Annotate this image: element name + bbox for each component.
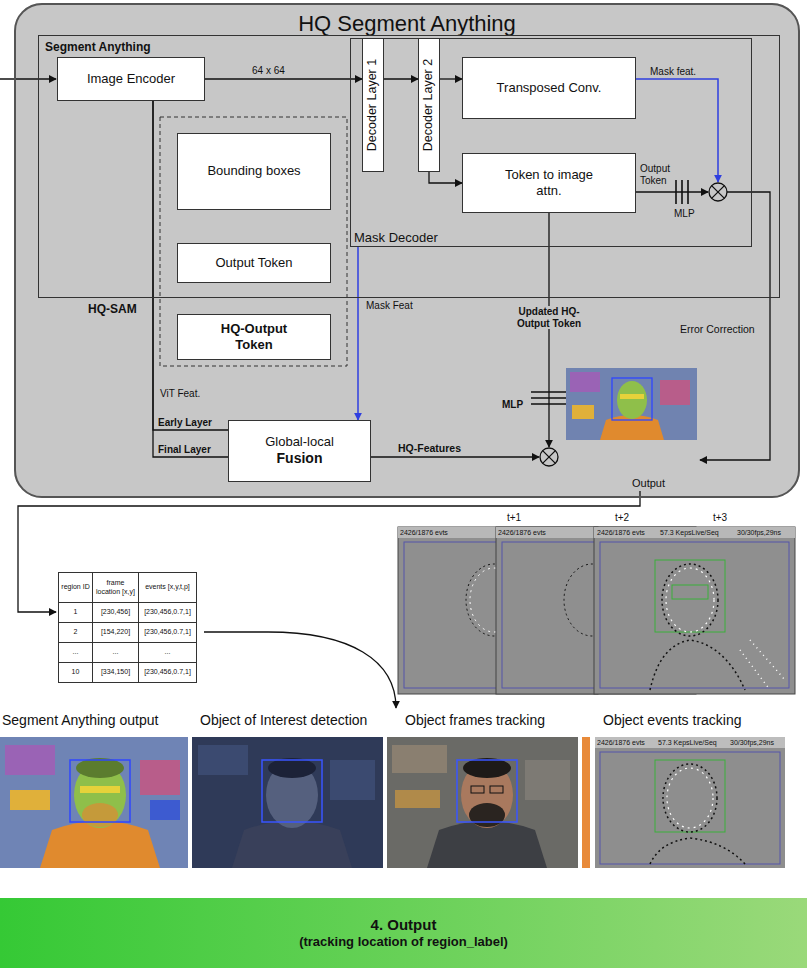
table-cell: [154,220] xyxy=(93,623,139,643)
connector xyxy=(429,172,462,183)
connector xyxy=(384,78,418,79)
frame-header: 57.3 KepsLive/Seq xyxy=(658,739,717,747)
box-label: Image Encoder xyxy=(87,71,175,87)
table-cell: [230,456] xyxy=(93,603,139,623)
connector xyxy=(357,247,359,420)
mlp-symbol xyxy=(531,392,567,404)
connector xyxy=(440,78,462,79)
wire-label: ViT Feat. xyxy=(160,388,200,400)
row-to-detection-arrow xyxy=(204,632,396,708)
process-box: Token to image attn. xyxy=(462,153,636,213)
input-box: HQ-Output Token xyxy=(177,314,331,360)
panel-caption: Object events tracking xyxy=(603,712,742,728)
box-sublabel: (tracking location of region_label) xyxy=(299,934,508,951)
table-cell: 2 xyxy=(59,623,93,643)
frame-header: 57.3 KepsLive/Seq xyxy=(660,529,719,537)
input-box: Bounding boxes xyxy=(177,133,331,210)
wire-label: Error Correction xyxy=(678,323,757,335)
tracking-photo xyxy=(387,737,590,868)
frame-header: 2426/1876 evts xyxy=(597,529,645,537)
box-label: Transposed Conv. xyxy=(497,80,602,96)
edge-label: 64 x 64 xyxy=(252,65,285,77)
multiply-symbol xyxy=(709,183,727,201)
table-cell: [230,456,0.7,1] xyxy=(139,663,197,683)
box-sublabel: Fusion xyxy=(277,450,323,468)
frame-header: 2426/1876 evts xyxy=(597,739,645,747)
edge-label: Final Layer xyxy=(158,444,211,456)
frame-header: 2426/1876 evts xyxy=(400,529,448,537)
mlp-symbol xyxy=(676,180,688,204)
output-label: Output xyxy=(632,477,665,490)
table-cell: 10 xyxy=(59,663,93,683)
detection-photo xyxy=(192,737,383,868)
layer-box: Decoder Layer 1 xyxy=(362,38,384,172)
edge-label: Early Layer xyxy=(158,417,212,429)
panel-caption: Segment Anything output xyxy=(2,712,158,728)
box-label: Global-local xyxy=(265,434,334,450)
box-label: Segment Anything xyxy=(45,40,151,54)
input-arrow xyxy=(0,78,56,79)
input-box: Output Token xyxy=(177,243,331,283)
edge-label: Mask Feat xyxy=(366,300,413,312)
table-cell: ... xyxy=(59,643,93,663)
table-cell: events [x,y,t,p] xyxy=(139,573,197,603)
box-label: Output Token xyxy=(215,255,292,271)
multiply-symbol xyxy=(540,448,558,466)
wire-label: HQ-Features xyxy=(398,442,461,454)
table-cell: 1 xyxy=(59,603,93,623)
mlp-label: MLP xyxy=(674,208,695,220)
box-label: Mask Decoder xyxy=(354,230,438,245)
region-label: HQ-SAM xyxy=(88,303,137,317)
box-label: Decoder Layer 1 xyxy=(365,59,381,151)
hq-sam-ground xyxy=(14,3,800,498)
output-token-wire xyxy=(636,191,708,192)
table-cell: ... xyxy=(139,643,197,663)
frame-header: 30/30fps,29ns xyxy=(737,529,781,537)
table-cell: [230,456,0.7,1] xyxy=(139,623,197,643)
region-table: region IDframe location [x,y]events [x,y… xyxy=(58,572,197,683)
process-box: Image Encoder xyxy=(57,57,205,101)
box-label: Decoder Layer 2 xyxy=(421,59,437,151)
table-cell: ... xyxy=(93,643,139,663)
mlp-label: MLP xyxy=(502,399,523,411)
table-cell: [230,456,0.7,1] xyxy=(139,603,197,623)
time-step: t+1 xyxy=(507,512,521,524)
stage-band: 4. Output(tracking location of region_la… xyxy=(0,898,807,968)
process-box: Global-localFusion xyxy=(228,420,371,482)
time-step: t+3 xyxy=(713,512,727,524)
box-label: Bounding boxes xyxy=(207,163,300,179)
table-cell: region ID xyxy=(59,573,93,603)
panel-caption: Object frames tracking xyxy=(405,712,545,728)
event-tracking-frame xyxy=(595,737,785,868)
table-cell: [334,150] xyxy=(93,663,139,683)
panel-caption: Object of Interest detection xyxy=(200,712,367,728)
table-cell: frame location [x,y] xyxy=(93,573,139,603)
connector xyxy=(205,78,362,79)
output-image xyxy=(566,368,697,440)
wire-label: Mask feat. xyxy=(650,66,696,78)
layer-box: Decoder Layer 2 xyxy=(418,38,440,172)
box-label: 4. Output xyxy=(371,915,437,935)
token-group-dashed xyxy=(160,117,347,366)
wire-label: Output Token xyxy=(640,163,678,186)
frame-header: 2426/1876 evts xyxy=(498,529,546,537)
wire-label: Updated HQ-Output Token xyxy=(507,306,591,329)
box-label: Token to image attn. xyxy=(494,167,604,200)
event-frames xyxy=(398,527,795,694)
hq-features-wire xyxy=(371,456,539,457)
box-label: HQ-Output Token xyxy=(214,321,294,354)
time-step: t+2 xyxy=(615,512,629,524)
updated-token-wire xyxy=(548,213,549,447)
frame-header: 30/30fps,29ns xyxy=(730,739,774,747)
system-frame: HQ Segment AnythingSegment AnythingImage… xyxy=(14,3,800,498)
box-label: HQ Segment Anything xyxy=(16,11,798,37)
segmentation-photo xyxy=(0,737,188,868)
process-box: Transposed Conv. xyxy=(462,57,636,119)
